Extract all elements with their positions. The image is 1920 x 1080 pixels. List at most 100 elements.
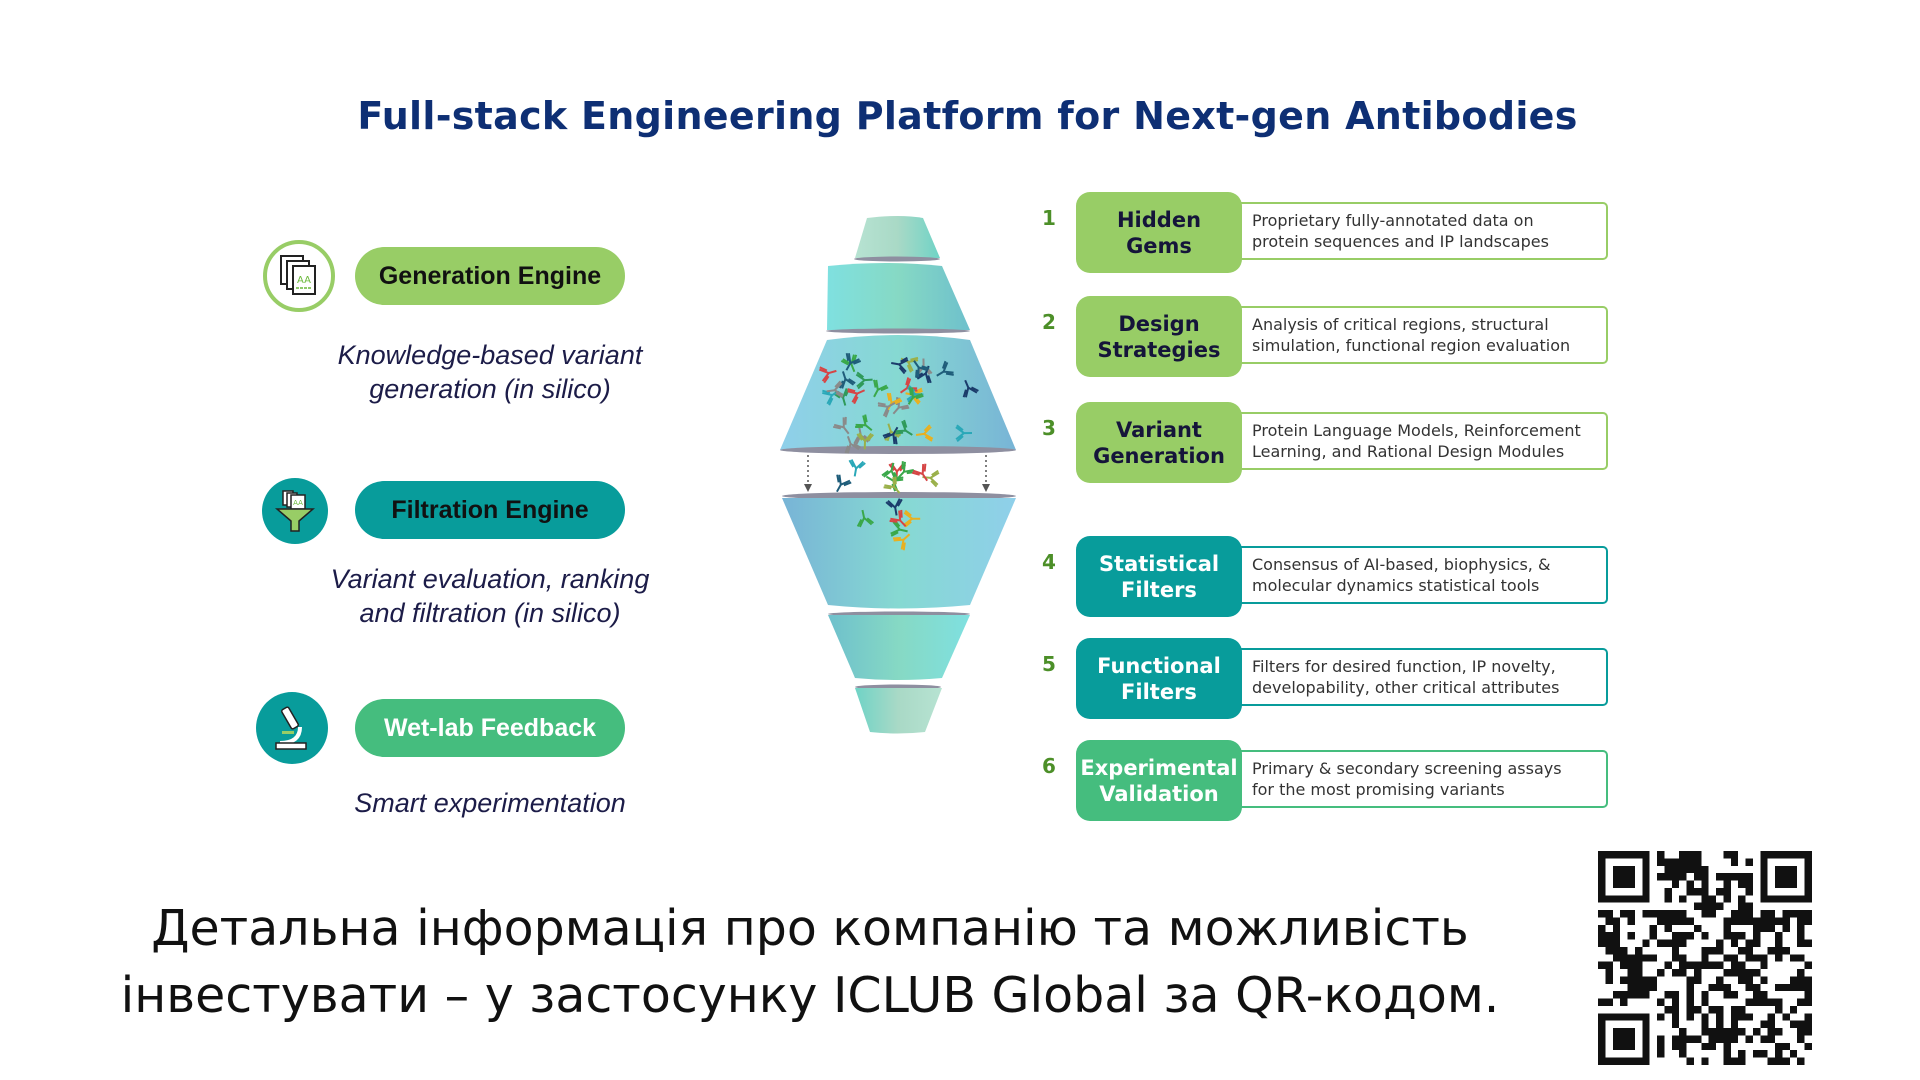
funnel-segment-1	[855, 216, 940, 258]
qr-code-icon[interactable]	[1598, 851, 1812, 1065]
antibody-icon	[885, 498, 903, 516]
step-description-line: molecular dynamics statistical tools	[1252, 576, 1540, 595]
step-description-line: Analysis of critical regions, structural	[1252, 315, 1549, 334]
step-number: 6	[1042, 754, 1056, 778]
antibody-icon	[877, 402, 896, 418]
footer-line: інвестувати – у застосунку ICLUB Global …	[120, 967, 1500, 1024]
antibody-icon	[832, 416, 850, 435]
description-line: and filtration (in silico)	[359, 598, 621, 628]
antibody-icon	[890, 519, 908, 537]
step-label-line: Filters	[1121, 679, 1197, 704]
funnel-rim	[854, 256, 940, 262]
page-title: Full-stack Engineering Platform for Next…	[357, 94, 1578, 138]
antibody-icon	[907, 387, 924, 405]
antibody-icon	[897, 461, 915, 479]
antibody-icon	[895, 419, 913, 436]
wet-lab-feedback-description: Smart experimentation	[280, 786, 700, 820]
description-line: generation (in silico)	[369, 374, 611, 404]
generation-engine-description: Knowledge-based variant generation (in s…	[280, 338, 700, 406]
step-description-line: for the most promising variants	[1252, 780, 1505, 799]
antibody-icon	[913, 360, 930, 378]
description-line: Variant evaluation, ranking	[330, 564, 650, 594]
step-description-line: simulation, functional region evaluation	[1252, 336, 1571, 355]
antibody-icon	[822, 389, 840, 406]
filtration-engine-pill: Filtration Engine	[355, 481, 625, 539]
svg-text:AA: AA	[297, 275, 311, 286]
antibody-icon	[881, 462, 899, 481]
antibody-icon	[885, 475, 904, 492]
antibody-icon	[903, 509, 921, 528]
antibody-icon	[855, 414, 873, 432]
qr-modules	[1598, 851, 1812, 1065]
svg-text:AA: AA	[293, 499, 303, 507]
step-label-line: Generation	[1093, 443, 1225, 468]
funnel-segment-6	[855, 688, 942, 734]
step-description-line: protein sequences and IP landscapes	[1252, 232, 1549, 251]
generation-engine-pill: Generation Engine	[355, 247, 625, 305]
antibody-icon	[840, 354, 858, 373]
step-description-line: Proprietary fully-annotated data on	[1252, 211, 1534, 230]
antibody-icon	[818, 366, 837, 384]
step-description-line: Consensus of AI-based, biophysics, &	[1252, 555, 1551, 574]
step-description-line: Protein Language Models, Reinforcement	[1252, 421, 1581, 440]
wet-lab-feedback-label: Wet-lab Feedback	[383, 713, 597, 742]
funnel-segment-2	[827, 263, 970, 330]
step-label-line: Statistical	[1098, 551, 1220, 576]
step-description-line: developability, other critical attribute…	[1252, 678, 1560, 697]
antibody-icon	[889, 509, 907, 528]
footer-line: Детальна інформація про компанію та можл…	[151, 900, 1469, 957]
antibody-icon	[856, 432, 874, 450]
antibody-icon	[936, 360, 954, 377]
step-number: 4	[1042, 550, 1056, 574]
antibody-icon	[891, 356, 909, 375]
antibody-icon	[839, 371, 856, 389]
step-label-line: Experimental	[1080, 755, 1238, 780]
down-arrow-left	[804, 455, 812, 492]
description-line: Knowledge-based variant	[337, 340, 643, 370]
step-number: 5	[1042, 652, 1056, 676]
step-label-line: Validation	[1099, 781, 1219, 806]
step-description-line: Learning, and Rational Design Modules	[1252, 442, 1565, 461]
funnel-segment-5	[828, 615, 970, 680]
funnel-segment-4	[782, 498, 1016, 609]
documents-aa-icon: AA	[263, 240, 335, 312]
wet-lab-feedback-pill: Wet-lab Feedback	[355, 699, 625, 757]
step-label-line: Functional	[1097, 653, 1221, 678]
step-label-line: Strategies	[1097, 337, 1221, 362]
antibody-icon	[844, 435, 862, 454]
step-label-line: Variant	[1115, 417, 1202, 442]
antibody-icon	[845, 353, 862, 371]
generation-engine-label: Generation Engine	[378, 261, 602, 290]
antibody-icon	[848, 459, 866, 477]
footer-text: Детальна інформація про компанію та можл…	[60, 895, 1560, 1029]
antibody-icon	[911, 463, 929, 482]
funnel-rim	[826, 328, 970, 334]
antibody-icon	[847, 388, 866, 405]
funnel-segment-3	[780, 335, 1016, 450]
antibody-icon	[882, 426, 899, 445]
step-description-line: Filters for desired function, IP novelty…	[1252, 657, 1556, 676]
antibody-icon	[855, 371, 873, 390]
microscope-icon	[256, 692, 328, 764]
antibody-icon	[873, 379, 889, 398]
step-number: 2	[1042, 310, 1056, 334]
step-number: 3	[1042, 416, 1056, 440]
funnel-diagram	[780, 216, 1016, 734]
antibody-icon	[836, 474, 852, 493]
down-arrow-right	[982, 455, 990, 492]
antibody-icon	[915, 424, 934, 442]
step-label-line: Design	[1118, 311, 1200, 336]
filtration-engine-label: Filtration Engine	[391, 495, 589, 524]
antibody-icon	[893, 533, 911, 551]
description-line: Smart experimentation	[354, 788, 626, 818]
antibody-icon	[853, 427, 871, 445]
antibody-icon	[826, 380, 844, 398]
filtration-engine-description: Variant evaluation, ranking and filtrati…	[280, 562, 700, 630]
step-label-line: Filters	[1121, 577, 1197, 602]
